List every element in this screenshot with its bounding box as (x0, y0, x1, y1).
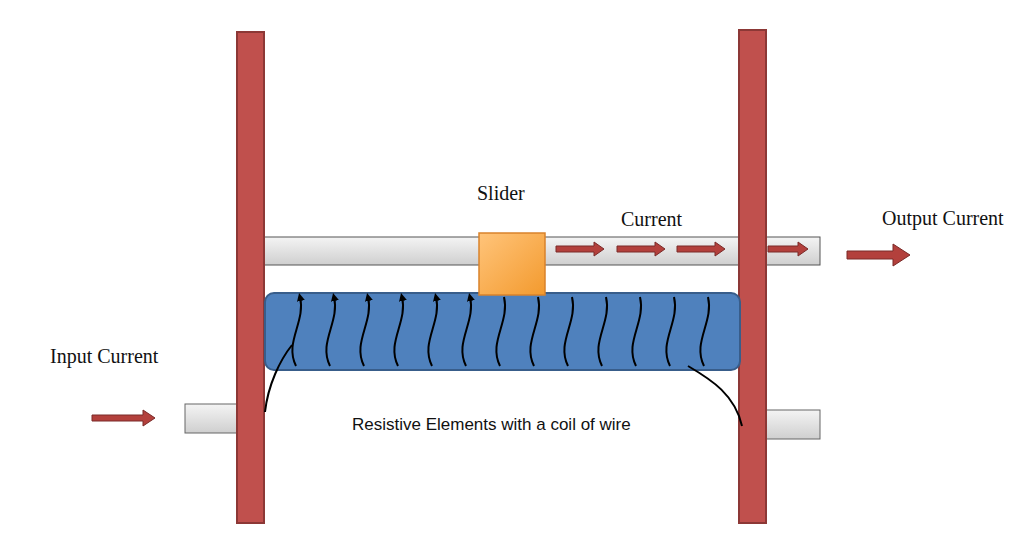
resistive-rod (265, 293, 740, 370)
support-post (739, 30, 766, 523)
current-label: Current (621, 208, 682, 231)
lead-wire (265, 345, 292, 412)
input-arrow (92, 410, 155, 426)
coil-winding (292, 297, 301, 366)
input-label: Input Current (50, 345, 158, 368)
slider-contact (479, 233, 545, 295)
coil-winding (496, 297, 505, 366)
coil-winding (428, 297, 437, 366)
output-terminal (764, 410, 820, 439)
coil-winding (666, 297, 675, 366)
coil-winding (530, 297, 539, 366)
element-label: Resistive Elements with a coil of wire (352, 413, 652, 438)
slider-label: Slider (477, 182, 525, 205)
input-terminal (185, 404, 239, 433)
coil-winding (360, 297, 369, 366)
coil-windings (292, 297, 709, 366)
coil-winding (700, 297, 709, 366)
current-arrow (556, 242, 808, 256)
coil-winding (394, 297, 403, 366)
output-arrow (847, 244, 910, 266)
coil-winding (462, 297, 471, 366)
coil-winding (598, 297, 607, 366)
output-label: Output Current (882, 207, 1004, 230)
coil-winding (564, 297, 573, 366)
support-post (237, 32, 264, 523)
coil-winding (326, 297, 335, 366)
coil-winding (632, 297, 641, 366)
lead-wire (688, 366, 742, 426)
